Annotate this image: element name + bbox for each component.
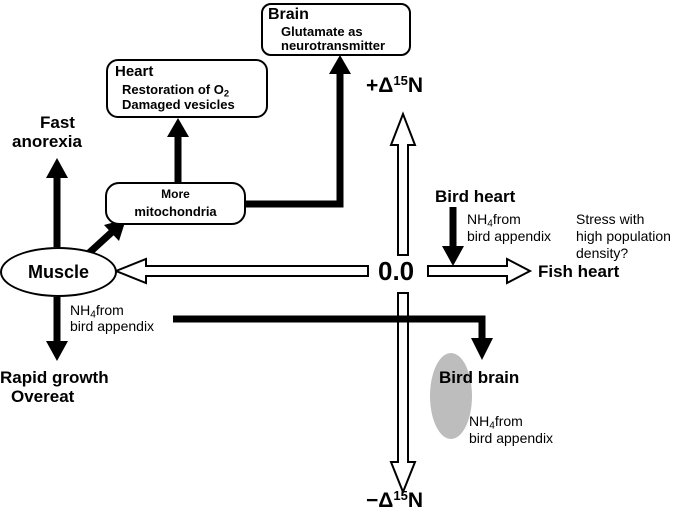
axis-top-mass: 15 [393,73,408,88]
ammonium-note-brain: NH4from [469,413,523,432]
ammonium-note-brain-line-2: bird appendix [469,430,554,446]
arrowhead-to-heart [167,118,189,137]
brain-line-1: Glutamate as [281,24,363,39]
axis-bottom-mass: 15 [393,488,408,503]
muscle-node: Muscle [0,247,117,297]
bird-heart-label: Bird heart [435,187,516,206]
bird-brain-ellipse [430,353,472,439]
bird-brain-label: Bird brain [439,368,520,387]
arrowhead-to-brain [329,55,351,74]
axis-arrow-right [427,257,533,285]
arrow-to-mitochondria [86,229,115,256]
fast-anorexia-line-2: anorexia [12,132,82,151]
fast-anorexia-line-1: Fast [40,113,75,132]
axis-top-prefix: +Δ [366,74,394,98]
arrowhead-bird-heart-down [442,246,464,266]
ammonium-from: from [95,302,124,318]
axis-arrow-up [389,111,417,256]
axis-bottom-element: N [407,489,424,513]
stress-line-2: high population [576,228,671,244]
brain-title: Brain [268,6,309,23]
arrow-to-brain [246,72,344,208]
axis-arrow-down [389,292,417,495]
heart-node: Heart Restoration of O2 Damaged vesicles [106,59,268,118]
brain-node: Brain Glutamate as neurotransmitter [261,3,411,56]
arrowhead-rapid-growth [46,341,68,361]
arrowhead-fast-anorexia [46,158,68,178]
ammonium-subscript: 4 [90,309,96,321]
ammonium-subscript: 4 [489,420,495,432]
rapid-growth-line-2: Overeat [11,387,75,406]
ammonium-formula: NH [467,211,488,227]
heart-line-1-text: Restoration of O [122,82,224,97]
fish-heart-label: Fish heart [538,262,620,281]
ammonium-note-heart: NH4from [467,211,521,230]
axis-top-element: N [407,74,424,98]
rapid-growth-line-1: Rapid growth [0,368,109,387]
ammonium-formula: NH [469,413,490,429]
mitochondria-line-1: More [161,187,190,201]
heart-title: Heart [115,63,154,80]
ammonium-from: from [492,211,521,227]
stress-line-3: density? [576,245,629,261]
ammonium-note-heart-line-2: bird appendix [467,228,552,244]
mitochondria-node: More mitochondria [105,182,246,225]
ammonium-subscript: 4 [487,218,493,230]
arrowhead-to-bird-brain [471,338,493,360]
axis-arrow-left [113,257,369,285]
axis-top-label: +Δ15N [366,73,424,98]
solid-arrows [46,55,493,361]
ammonium-formula: NH [70,302,91,318]
heart-line-1-subscript: 2 [223,88,230,99]
ammonium-note-muscle-line-2: bird appendix [70,318,155,334]
stress-line-1: Stress with [576,211,645,227]
axis-bottom-prefix: −Δ [366,489,394,513]
arrow-to-bird-brain [173,315,486,340]
heart-line-1: Restoration of O2 [122,82,230,99]
mitochondria-line-2: mitochondria [134,204,217,219]
ammonium-from: from [494,413,523,429]
heart-line-2: Damaged vesicles [122,97,235,112]
axis-origin-label: 0.0 [378,256,415,286]
muscle-label: Muscle [27,262,90,282]
axis-bottom-label: −Δ15N [366,488,424,513]
ammonium-note-muscle: NH4from [70,302,124,321]
brain-line-2: neurotransmitter [281,38,386,53]
